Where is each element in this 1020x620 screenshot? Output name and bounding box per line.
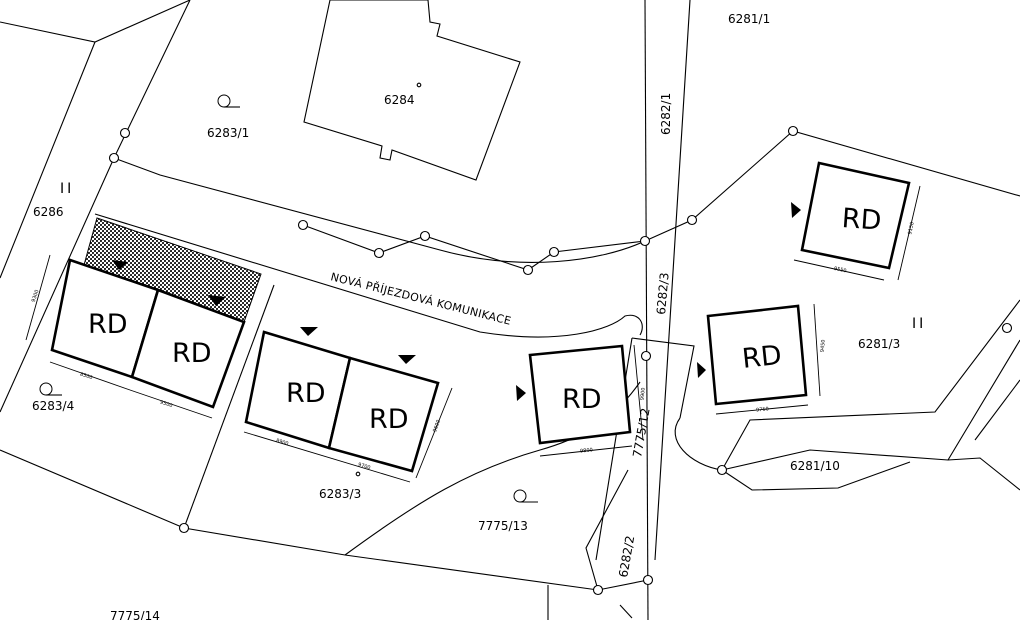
house-label: RD <box>88 309 128 340</box>
dimension-label: 9300 <box>31 289 41 303</box>
parcel-label-7775-14: 7775/14 <box>110 609 160 620</box>
parcel-label-6281-10: 6281/10 <box>790 459 840 473</box>
parcel-label-6286: 6286 <box>33 205 64 219</box>
parcel-label-6284: 6284 <box>384 93 415 107</box>
dimension-label: 9450 <box>820 339 827 352</box>
dimension-label: 9550 <box>833 266 847 275</box>
meadow-symbol-icon <box>513 489 538 503</box>
dimension-label: 9750 <box>756 406 769 413</box>
house-right-upper: RD <box>800 161 911 270</box>
house-label: RD <box>841 203 883 237</box>
access-road-edges <box>94 157 646 338</box>
dimension-label: 9600 <box>432 419 442 433</box>
survey-points <box>108 82 1013 596</box>
parcel-label-7775-12: 7775/12 <box>630 407 652 459</box>
parcel-label-6281-1: 6281/1 <box>728 12 770 26</box>
meadow-symbol-icon <box>39 382 62 396</box>
house-label: RD <box>286 378 326 409</box>
map-symbols: II II <box>39 94 926 503</box>
house-right-lower: RD <box>706 304 808 406</box>
house-label: RD <box>741 340 784 375</box>
roman-mark-right: II <box>912 316 926 332</box>
dimension-label: 8900 <box>275 438 289 447</box>
parcel-label-6282-3: 6282/3 <box>654 272 672 315</box>
meadow-symbol-icon <box>217 94 240 108</box>
entrance-arrow-icon <box>697 362 706 378</box>
entrance-arrow-icon <box>112 260 128 270</box>
entrance-arrow-icon <box>398 355 416 364</box>
house-center-2: RD <box>327 356 440 473</box>
roman-mark-left: II <box>60 181 74 197</box>
dimension-lines <box>25 185 921 483</box>
dimension-label: 9900 <box>640 387 647 400</box>
entrance-arrow-icon <box>300 327 318 336</box>
parcel-label-6283-3: 6283/3 <box>319 487 361 501</box>
dimension-labels: 8500 9500 9300 8900 9700 9600 9800 9900 … <box>31 221 916 471</box>
parcel-label-6283-1: 6283/1 <box>207 126 249 140</box>
entrance-arrows <box>112 202 801 401</box>
entrance-arrow-icon <box>791 202 801 218</box>
dimension-label: 8500 <box>79 372 93 382</box>
house-middle: RD <box>528 344 632 445</box>
entrance-arrow-icon <box>516 385 526 401</box>
parcel-label-7775-13: 7775/13 <box>478 519 528 533</box>
house-label: RD <box>369 404 409 435</box>
parcel-label-6283-4: 6283/4 <box>32 399 74 413</box>
dimension-label: 9700 <box>357 462 371 471</box>
house-left-2: RD <box>130 288 246 409</box>
house-label: RD <box>562 384 602 415</box>
dimension-label: 9500 <box>159 400 173 410</box>
parcel-label-6282-2: 6282/2 <box>616 535 637 579</box>
dimension-label: 9150 <box>907 221 916 235</box>
house-label: RD <box>172 338 212 369</box>
road-label: NOVÁ PŘÍJEZDOVÁ KOMUNIKACE <box>329 270 512 328</box>
parcel-label-6281-3: 6281/3 <box>858 337 900 351</box>
house-center-1: RD <box>244 330 352 450</box>
parcel-label-6282-1: 6282/1 <box>659 93 673 135</box>
dimension-label: 9800 <box>580 447 593 454</box>
entrance-arrow-icon <box>208 295 226 306</box>
